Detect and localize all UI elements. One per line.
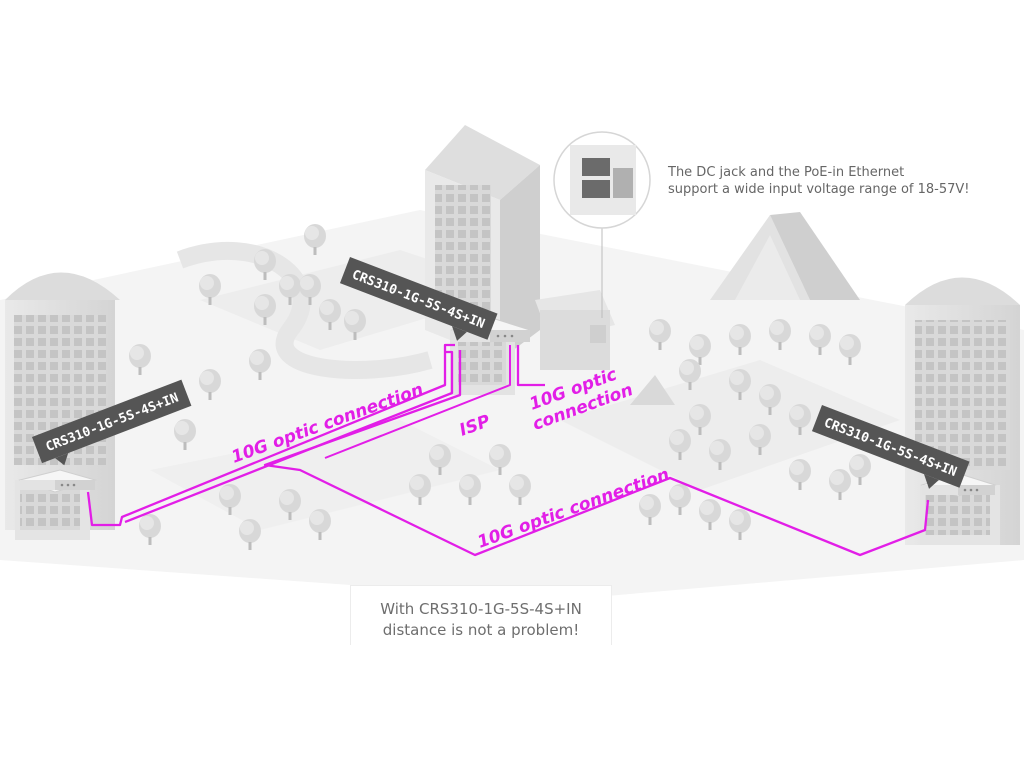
ethernet-port-icon bbox=[582, 158, 610, 176]
dc-jack-icon bbox=[613, 168, 633, 198]
fiber-links bbox=[86, 343, 930, 557]
mountains bbox=[630, 212, 860, 405]
ethernet-port-icon bbox=[582, 180, 610, 198]
right-building bbox=[905, 277, 1020, 545]
link-left bbox=[86, 343, 455, 527]
link-bottom bbox=[263, 350, 930, 557]
callout-bubble bbox=[553, 131, 651, 318]
switch-left bbox=[18, 469, 97, 493]
link-isp bbox=[324, 345, 511, 459]
caption-line-2: distance is not a problem! bbox=[382, 621, 580, 639]
left-building bbox=[5, 272, 120, 540]
caption-line-1: With CRS310-1G-5S-4S+IN bbox=[380, 600, 582, 618]
link-center-right bbox=[516, 345, 545, 387]
callout-text: The DC jack and the PoE-in Ethernet supp… bbox=[668, 165, 970, 197]
caption-box: With CRS310-1G-5S-4S+IN distance is not … bbox=[350, 585, 612, 645]
